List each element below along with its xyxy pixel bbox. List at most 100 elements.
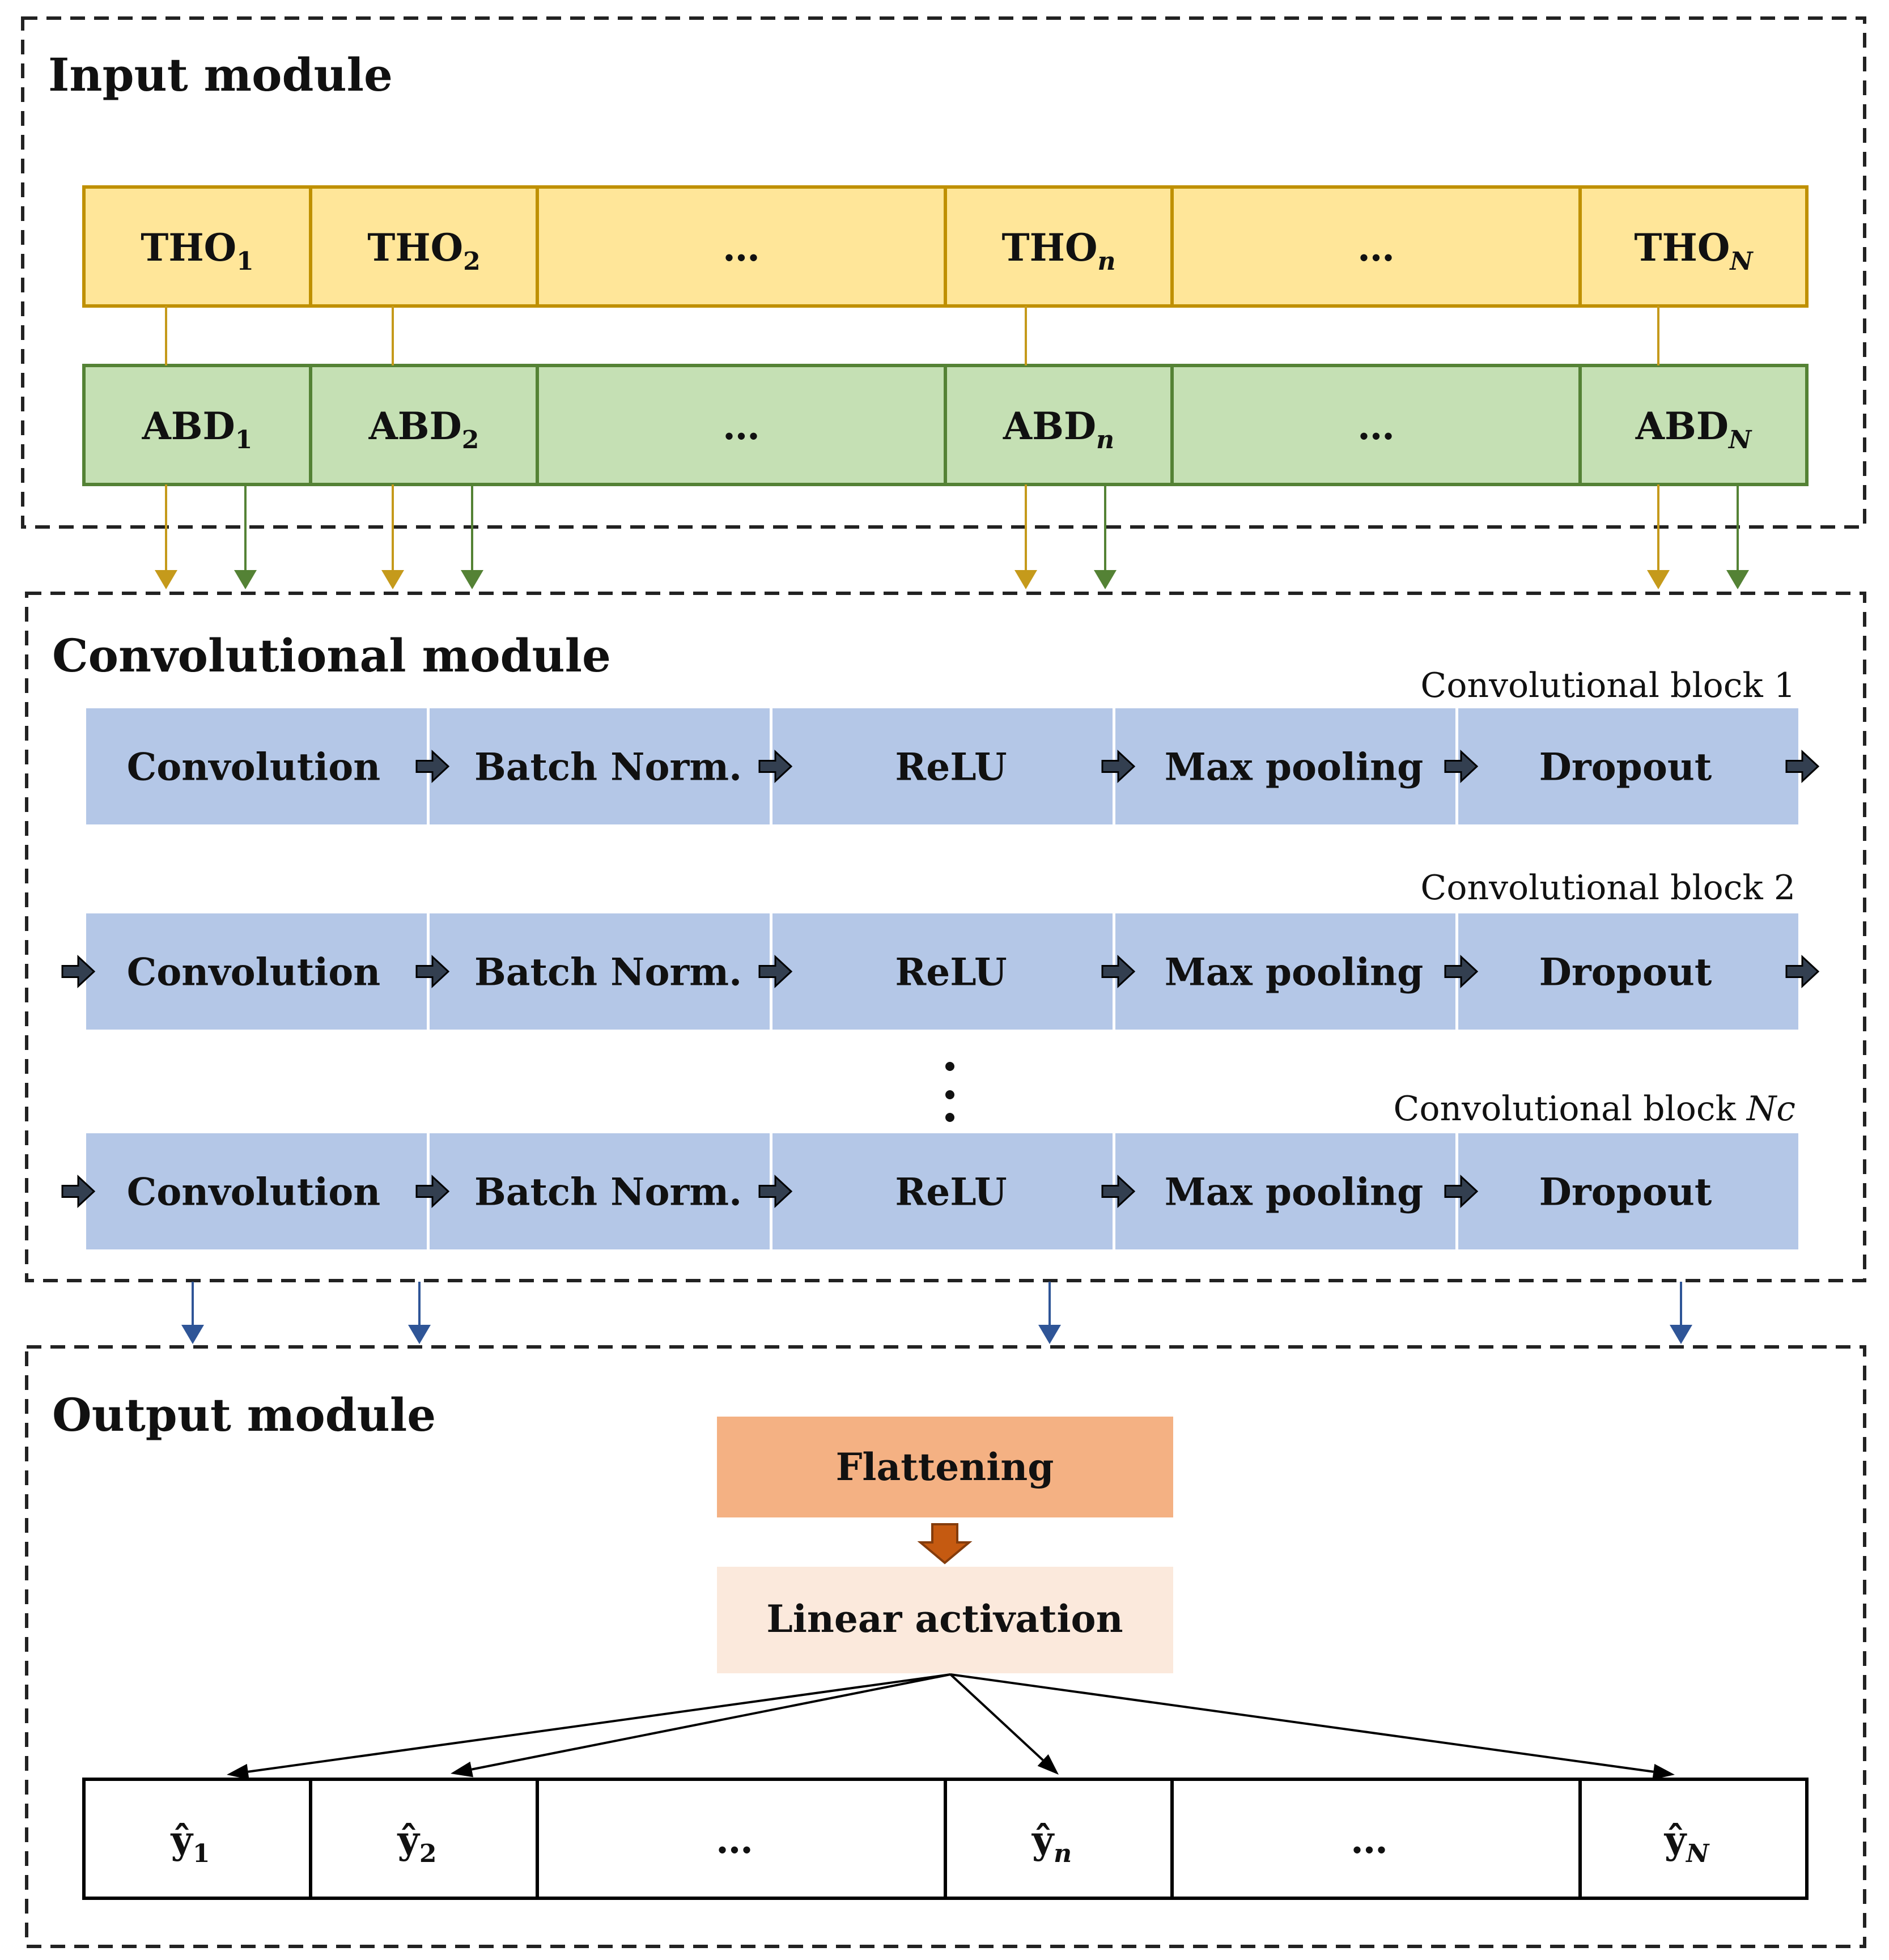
abd-cell-label: ABDn xyxy=(1003,404,1114,454)
output-cell xyxy=(1170,1778,1582,1900)
step-box xyxy=(772,1133,1113,1249)
output-cell-label-subscript: n xyxy=(1054,1839,1072,1868)
tho-arrow xyxy=(381,484,404,589)
block-label-suffix: Nc xyxy=(1746,1089,1795,1129)
output-cell-label-base: ŷ xyxy=(171,1818,194,1862)
output-cell-label: ŷ2 xyxy=(397,1818,437,1868)
abd-arrow-head xyxy=(461,570,483,589)
abd-cell-label: ABD2 xyxy=(368,404,479,454)
conv-to-output-arrow xyxy=(408,1282,431,1344)
block-input-chevron xyxy=(61,1175,96,1208)
step-box xyxy=(772,708,1113,824)
step-label: Max pooling xyxy=(1165,950,1424,994)
fanout-arrow-shaft xyxy=(248,1673,951,1773)
abd-cell-label-base: … xyxy=(723,404,760,448)
abd-arrow-head xyxy=(1094,570,1117,589)
abd-cell-label-subscript: n xyxy=(1096,426,1114,454)
tho-cell-label: THOn xyxy=(1002,226,1116,276)
step-label: Batch Norm. xyxy=(474,745,742,789)
block-output-chevron xyxy=(1785,750,1820,783)
abd-cell-label: … xyxy=(1357,404,1395,448)
abd-cell-label: … xyxy=(723,404,760,448)
step-box xyxy=(86,708,427,824)
tho-arrow xyxy=(1647,484,1670,589)
step-label: Convolution xyxy=(127,745,381,789)
output-cell-label: ŷ1 xyxy=(171,1818,210,1868)
tho-cell-label-subscript: N xyxy=(1729,247,1754,276)
flow-chevron xyxy=(1101,955,1136,988)
tho-cell xyxy=(536,185,947,308)
fanout-arrow-shaft xyxy=(949,1673,1044,1761)
conv-to-output-arrow xyxy=(181,1282,204,1344)
step-label: ReLU xyxy=(895,1170,1007,1214)
output-cell-label-subscript: N xyxy=(1685,1839,1710,1868)
output-cell-label-subscript: 1 xyxy=(193,1839,210,1868)
output-cell-label: … xyxy=(1351,1818,1388,1862)
step-box xyxy=(430,913,770,1030)
abd-cell xyxy=(944,364,1174,486)
tho-cell-label: … xyxy=(1357,226,1395,270)
step-box xyxy=(1115,1133,1455,1249)
tho-cell-label: THON xyxy=(1634,226,1754,276)
step-label: Dropout xyxy=(1539,1170,1712,1214)
input-module-title: Input module xyxy=(48,48,393,101)
abd-cell-label-base: … xyxy=(1357,404,1395,448)
output-cell-label-subscript: 2 xyxy=(419,1839,437,1868)
step-label: Max pooling xyxy=(1165,1170,1424,1214)
step-label: Max pooling xyxy=(1165,745,1424,789)
step-label: ReLU xyxy=(895,745,1007,789)
tho-cell-label-base: THO xyxy=(141,226,236,270)
output-module-title: Output module xyxy=(52,1388,436,1442)
output-cell-label-base: ŷ xyxy=(1664,1818,1687,1862)
tho-cell-label-base: … xyxy=(1357,226,1395,270)
abd-cell-label-subscript: 1 xyxy=(235,426,253,454)
tho-cell-label: THO2 xyxy=(367,226,481,276)
fanout-arrow-head xyxy=(451,1761,473,1778)
output-cell-label-base: … xyxy=(1351,1818,1388,1862)
abd-cell xyxy=(1578,364,1809,486)
block-label-suffix: 1 xyxy=(1774,666,1795,705)
output-cell xyxy=(536,1778,947,1900)
tho-arrow xyxy=(155,484,177,589)
convolutional-block-label: Convolutional block 1 xyxy=(1420,666,1795,705)
output-cell xyxy=(1578,1778,1809,1900)
fanout-arrow-shaft xyxy=(950,1673,1654,1773)
step-label: Convolution xyxy=(127,950,381,994)
output-cell-label: … xyxy=(716,1818,753,1862)
step-box xyxy=(86,913,427,1030)
fanout-arrow-shaft xyxy=(471,1673,951,1771)
input-module-frame xyxy=(21,16,1866,529)
convolutional-module-frame xyxy=(25,592,1866,1282)
conv-to-output-arrow xyxy=(1670,1282,1692,1344)
step-box xyxy=(1458,1133,1798,1249)
step-box xyxy=(1458,913,1798,1030)
block-label-main: Convolutional block xyxy=(1394,1089,1747,1129)
output-cell-label-base: ŷ xyxy=(397,1818,421,1862)
conv-to-output-arrow-head xyxy=(181,1325,204,1344)
block-input-chevron xyxy=(61,955,96,988)
tho-arrow-head xyxy=(155,570,177,589)
abd-cell-label-base: ABD xyxy=(368,404,462,448)
flow-chevron xyxy=(1444,1175,1479,1208)
step-label: Dropout xyxy=(1539,745,1712,789)
step-label: Convolution xyxy=(127,1170,381,1214)
step-label: Dropout xyxy=(1539,950,1712,994)
abd-arrow xyxy=(461,484,483,589)
tho-cell xyxy=(82,185,312,308)
conv-to-output-arrow-head xyxy=(1038,1325,1061,1344)
step-box xyxy=(430,1133,770,1249)
flattening-label: Flattening xyxy=(836,1445,1054,1489)
tho-cell-label-subscript: 1 xyxy=(236,247,254,276)
flow-chevron xyxy=(1101,1175,1136,1208)
abd-arrow xyxy=(1094,484,1117,589)
flow-chevron xyxy=(1101,750,1136,783)
step-label: Batch Norm. xyxy=(474,1170,742,1214)
abd-arrow xyxy=(234,484,257,589)
abd-cell-label: ABD1 xyxy=(142,404,253,454)
step-box xyxy=(86,1133,427,1249)
step-box xyxy=(430,708,770,824)
